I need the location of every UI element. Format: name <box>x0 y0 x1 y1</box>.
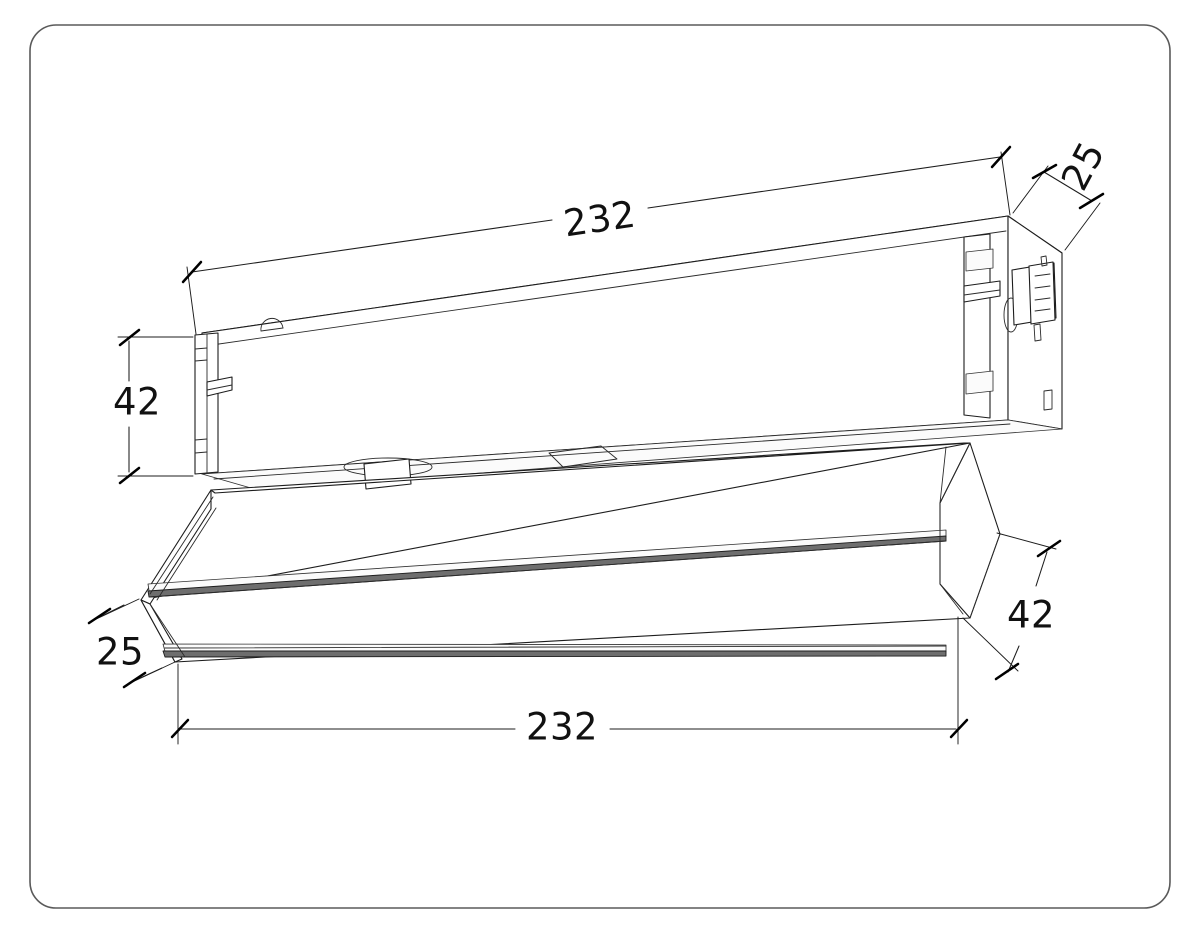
dim-text-42-left: 42 <box>113 381 161 424</box>
end-cap-left <box>194 332 233 475</box>
ext-line-42-br-bottom <box>962 617 1019 672</box>
latch-clip-left-body <box>206 376 233 397</box>
dim-tick-42-br-top <box>1036 539 1062 558</box>
shade-left-inner-rim-b <box>156 507 217 601</box>
shade-interior-back-edge <box>149 540 947 598</box>
dim-line-25-topright <box>1043 171 1093 202</box>
dim-text-232-top: 232 <box>561 193 639 246</box>
shade-right-crease <box>939 442 1001 619</box>
dim-line-25-bl-b <box>135 667 163 681</box>
end-cap-left-tab-bottom <box>194 438 208 454</box>
connector-bottom-pin <box>1033 323 1042 342</box>
connector-contact-2 <box>1034 285 1051 289</box>
shade-interior-floor-edge <box>164 645 947 649</box>
dim-tick-232-top-right <box>990 145 1012 169</box>
dim-tick-25-topright-b <box>1078 192 1105 210</box>
end-cap-left-tab-top <box>194 347 208 362</box>
dim-tick-42-left-top <box>118 328 141 347</box>
connector-contact-3 <box>1034 297 1051 301</box>
end-face-slot <box>1043 389 1053 411</box>
dim-tick-25-bl-a <box>87 607 112 625</box>
dim-line-25-bl-a <box>99 604 125 618</box>
dim-tick-232-bottom-right <box>949 718 969 739</box>
dim-tick-25-bl-b <box>122 671 147 689</box>
dim-text-25-bottomleft: 25 <box>96 631 144 674</box>
dimension-height-bottom-right: 42 <box>962 532 1062 681</box>
dimension-depth-bottom-left: 25 <box>87 598 176 689</box>
end-cap-left-plate <box>194 332 219 475</box>
dim-line-42-br-a <box>1035 551 1048 587</box>
dimension-length-bottom: 232 <box>170 616 969 749</box>
dim-tick-232-bottom-left <box>170 718 190 739</box>
connector-top-pin <box>1040 255 1048 267</box>
connector-contact-4 <box>1034 308 1051 312</box>
body-bottom-recess <box>548 445 618 468</box>
dim-text-232-bottom: 232 <box>526 706 598 749</box>
dim-line-42-br-b <box>1007 645 1020 673</box>
top-face-dome-detail <box>260 317 284 332</box>
dim-tick-42-left-bottom <box>118 466 141 485</box>
dimension-length-top: 232 <box>181 145 1012 335</box>
ext-line-42-br-top <box>996 532 1057 550</box>
latch-clip-right-body <box>963 280 1001 303</box>
dim-tick-232-top-left <box>181 260 203 284</box>
pivot-boss-body <box>363 458 412 490</box>
dim-tick-42-br-bottom <box>994 662 1020 681</box>
shade-inner-lower-edge <box>162 650 947 658</box>
dim-text-42-bottomright: 42 <box>1007 594 1055 637</box>
ext-line-25-topright-b <box>1064 202 1101 251</box>
mounting-latch-clip-right <box>963 280 1001 303</box>
connector-contact-1 <box>1034 273 1051 277</box>
latch-clip-right-edge <box>963 289 1001 296</box>
shade-right-rim-bottom <box>939 583 964 615</box>
dim-line-232-top-b <box>647 156 1001 209</box>
electrical-connector-block <box>1011 255 1057 342</box>
dim-line-232-top-a <box>191 219 553 273</box>
body-front-seam <box>204 230 1007 347</box>
end-cap-right <box>963 233 1057 419</box>
latch-clip-left-edge <box>206 384 233 391</box>
connector-face <box>1028 261 1056 325</box>
mounting-latch-clip-left <box>206 376 233 397</box>
ext-line-232-top-right <box>1000 151 1011 216</box>
top-face-dome-base <box>260 327 284 332</box>
right-rail-tab-bottom <box>965 370 994 395</box>
shade-right-rim-top <box>939 446 947 504</box>
right-rail-tab-top <box>965 248 994 272</box>
shade-left-inner-rim-a <box>149 496 214 595</box>
dimension-height-left: 42 <box>113 328 194 485</box>
ext-line-232-top-left <box>186 266 197 335</box>
upper-view-track-module: 232 42 25 <box>113 135 1114 491</box>
dim-tick-25-topright-a <box>1031 163 1058 180</box>
lower-view-shade: 25 42 232 <box>87 442 1062 749</box>
shade-left-inner-rim-c <box>149 603 186 658</box>
body-bottom-face <box>201 419 1063 491</box>
